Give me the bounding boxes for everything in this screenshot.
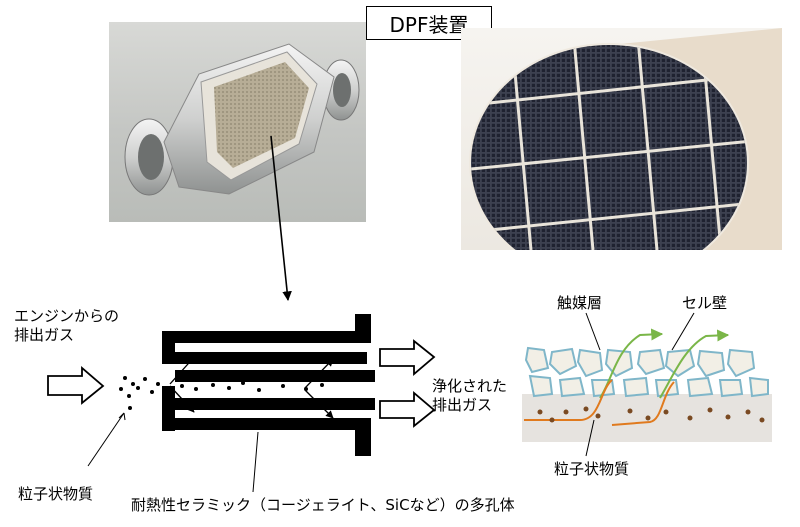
honeycomb-photo [461, 28, 782, 250]
filter-body [162, 314, 375, 456]
flow-arrows [169, 354, 334, 419]
particulate-label-right: 粒子状物質 [554, 460, 630, 478]
outlet-arrow-bottom [379, 391, 436, 428]
outlet-arrow-top [379, 339, 436, 376]
photo-to-schematic-arrow [270, 135, 292, 301]
dpf-canister-photo [109, 22, 366, 222]
particle-pointer [87, 412, 125, 467]
ceramic-pointer [252, 431, 259, 493]
cell-wall-detail [522, 312, 772, 457]
cell-wall-label: セル壁 [682, 294, 728, 312]
inlet-gas-label: エンジンからの 排出ガス [14, 307, 120, 344]
diagram-title: DPF装置 [366, 6, 492, 40]
ceramic-label: 耐熱性セラミック（コージェライト、SiCなど）の多孔体 [131, 496, 515, 514]
particulate-label-left: 粒子状物質 [18, 485, 94, 503]
outlet-gas-label: 浄化された 排出ガス [432, 377, 508, 414]
catalyst-layer-label: 触媒層 [557, 294, 603, 312]
inlet-arrow [47, 366, 105, 405]
